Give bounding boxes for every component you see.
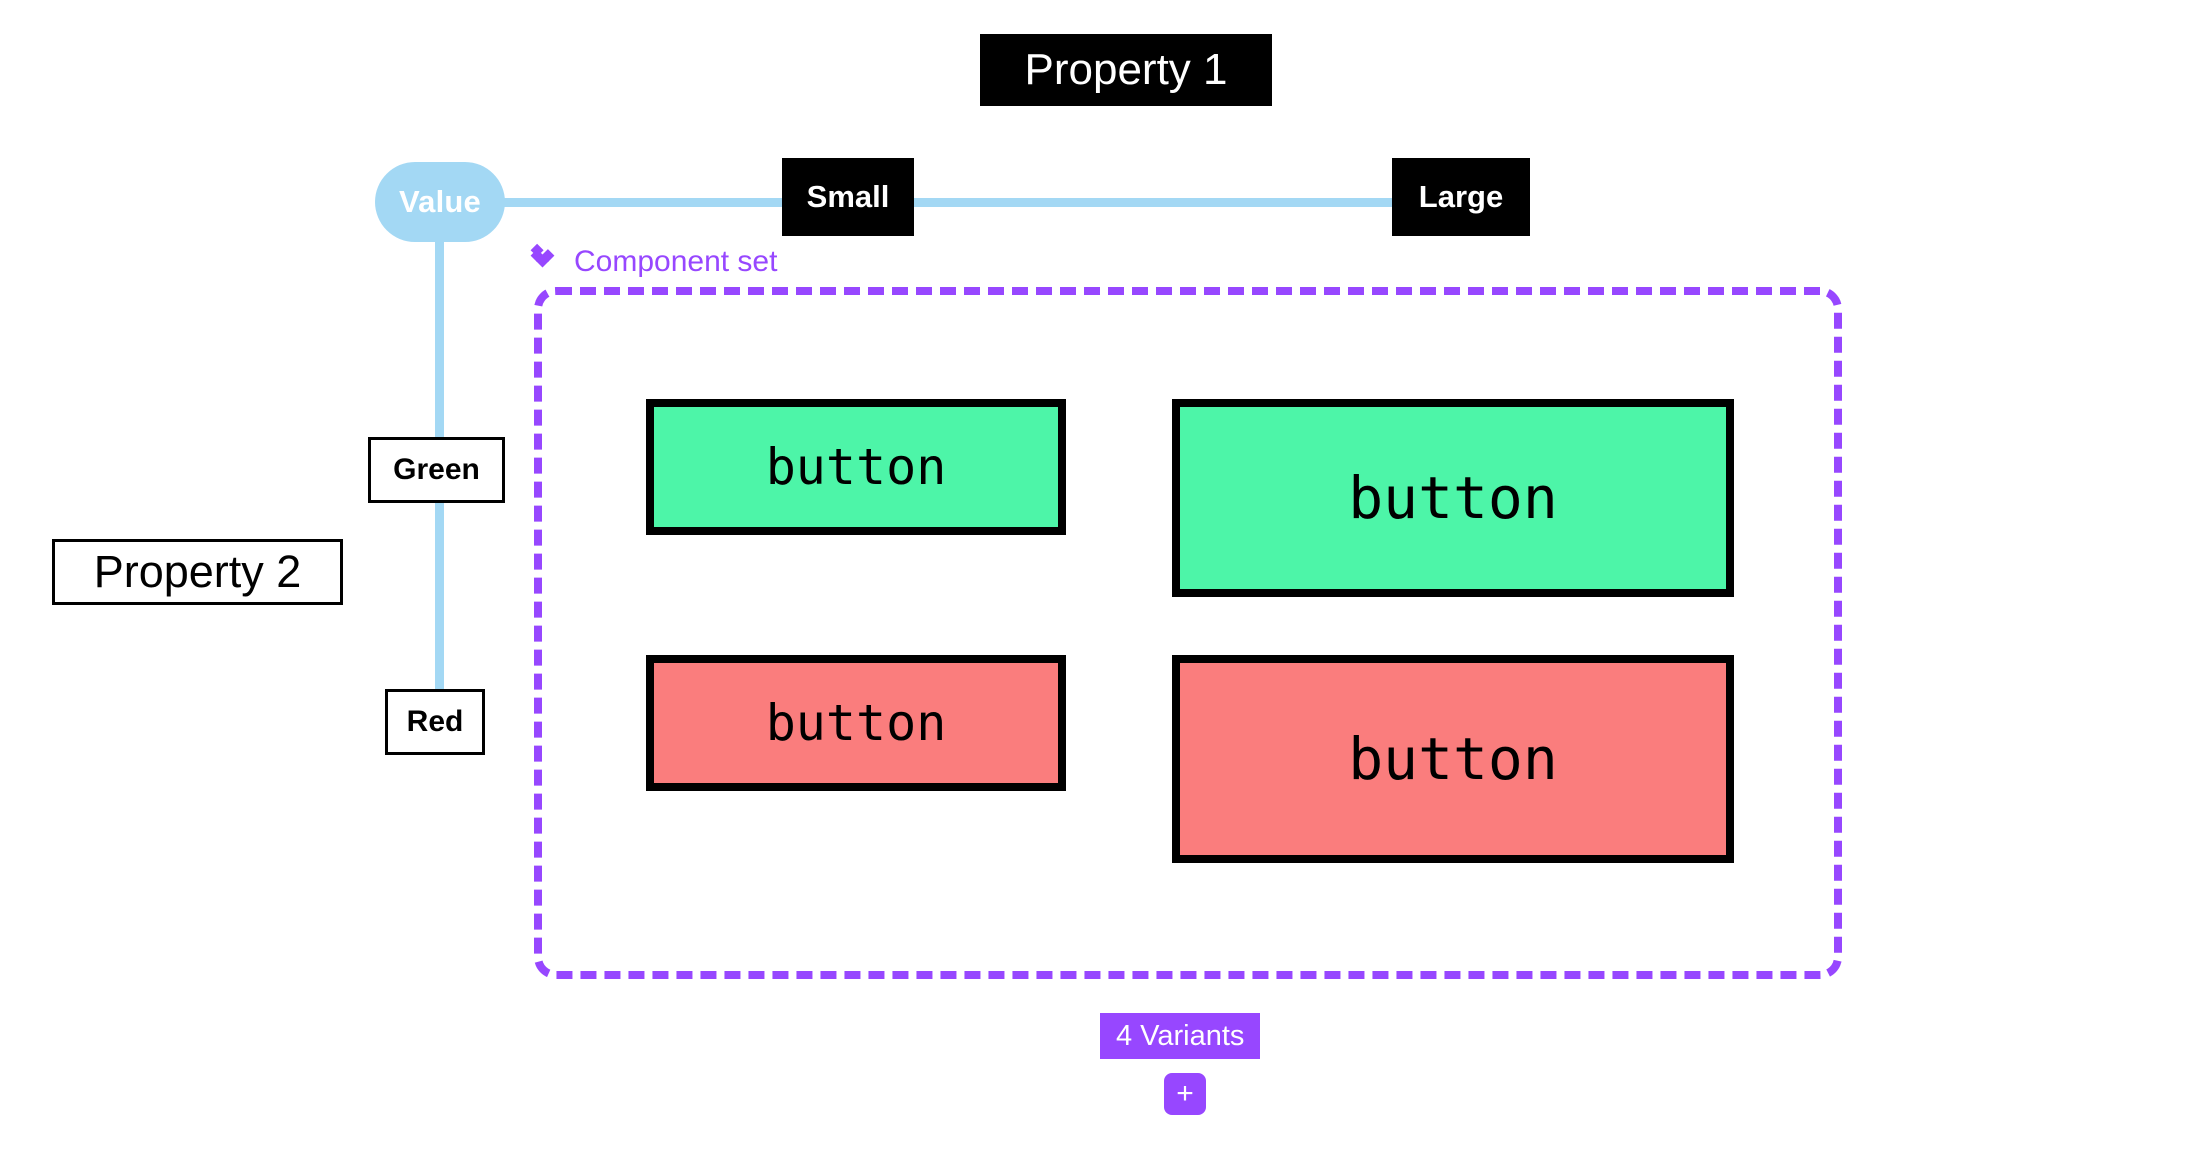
value-pill[interactable]: Value xyxy=(375,162,505,242)
property-2-value-red[interactable]: Red xyxy=(385,689,485,755)
variant-large-red[interactable]: button xyxy=(1172,655,1734,863)
property-1-value-small[interactable]: Small xyxy=(782,158,914,236)
component-set-label[interactable]: Component set xyxy=(530,243,777,281)
add-variant-button[interactable]: + xyxy=(1164,1073,1206,1115)
component-set-frame[interactable] xyxy=(534,287,1842,979)
property-1-value-large[interactable]: Large xyxy=(1392,158,1530,236)
component-set-label-text: Component set xyxy=(574,245,778,278)
property-2-title: Property 2 xyxy=(52,539,343,605)
variants-count-badge: 4 Variants xyxy=(1100,1013,1261,1059)
property-2-value-green[interactable]: Green xyxy=(368,437,505,503)
component-set-diamond-icon xyxy=(530,243,560,281)
property-1-title: Property 1 xyxy=(980,34,1272,106)
variant-small-red[interactable]: button xyxy=(646,655,1066,791)
property-1-connector-line xyxy=(440,198,1392,207)
variant-small-green[interactable]: button xyxy=(646,399,1066,535)
variant-large-green[interactable]: button xyxy=(1172,399,1734,597)
